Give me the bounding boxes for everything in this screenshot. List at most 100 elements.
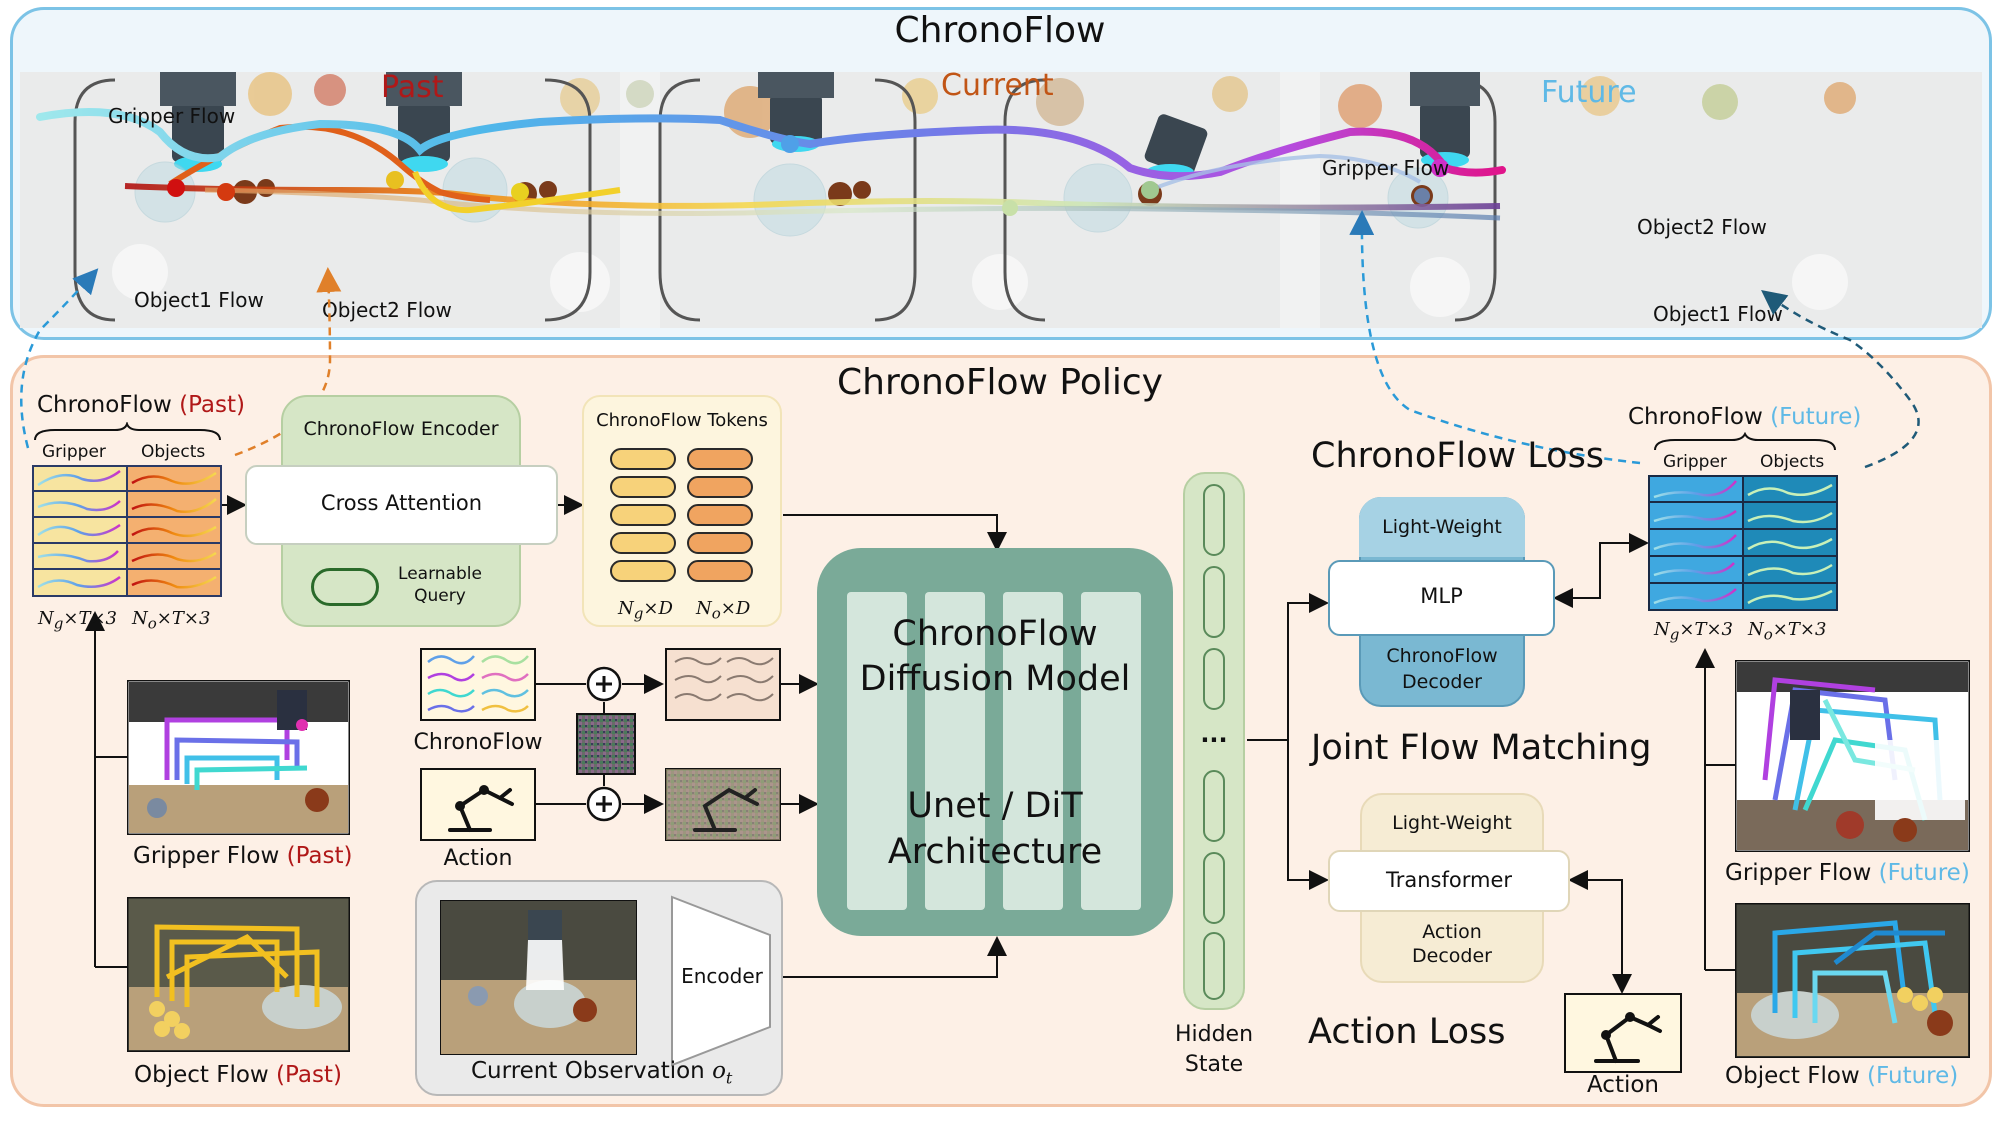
add-noise-plus-top xyxy=(586,666,622,702)
gripper-flow-past-caption: Gripper Flow (Past) xyxy=(133,843,353,869)
past-dim-o-n: N xyxy=(132,608,148,629)
past-objects-label: Objects xyxy=(141,442,206,462)
mlp-label: MLP xyxy=(1420,584,1463,608)
gripper-flow-future-tag: (Future) xyxy=(1878,860,1970,886)
diffusion-arch-line2: Architecture xyxy=(887,832,1103,872)
current-observation-image xyxy=(440,900,637,1055)
future-dim-o-sub: o xyxy=(1763,625,1773,644)
tokens-title: ChronoFlow Tokens xyxy=(596,410,768,431)
diffusion-layer-2 xyxy=(925,592,985,910)
future-brace xyxy=(1654,432,1836,451)
future-dim-g-sub: g xyxy=(1669,625,1680,644)
gripper-flow-past-text: Gripper Flow xyxy=(133,843,280,869)
past-dim-g-rest: ×T×3 xyxy=(63,608,117,629)
past-label: Past xyxy=(381,70,444,105)
future-dim-g-n: N xyxy=(1654,619,1670,640)
gripper-flow-past-tag: (Past) xyxy=(286,843,353,869)
object-token-column xyxy=(687,448,753,582)
gripper-token-column xyxy=(610,448,676,582)
flow-decoder-bottom-1: ChronoFlow xyxy=(1386,645,1498,667)
object-flow-past-caption: Object Flow (Past) xyxy=(134,1062,342,1088)
add-noise-plus-bottom xyxy=(586,786,622,822)
action-output-icon xyxy=(1564,993,1682,1073)
gripper-token xyxy=(610,504,676,526)
gripper-flow-label-left: Gripper Flow xyxy=(108,104,236,128)
gaussian-noise-square xyxy=(576,713,636,775)
hidden-state-cell xyxy=(1203,566,1225,638)
object-flow-future-text: Object Flow xyxy=(1725,1063,1860,1089)
tokens-dim-o-sub: o xyxy=(711,604,721,623)
hidden-state-cell xyxy=(1203,770,1225,842)
object2-flow-label-left: Object2 Flow xyxy=(322,298,452,322)
chronoflow-loss-label: ChronoFlow Loss xyxy=(1311,436,1605,476)
future-objects-label: Objects xyxy=(1760,452,1825,472)
cross-attention-block xyxy=(245,465,558,545)
future-gripper-label: Gripper xyxy=(1663,452,1727,472)
tokens-dim-o-n: N xyxy=(696,598,712,619)
object1-flow-label-left: Object1 Flow xyxy=(134,288,264,312)
future-chronoflow-text: ChronoFlow xyxy=(1628,404,1763,430)
gripper-flow-label-right: Gripper Flow xyxy=(1322,156,1450,180)
future-dim-o: No×T×3 xyxy=(1748,619,1826,644)
diffusion-layer-3 xyxy=(1003,592,1063,910)
tokens-dim-g-sub: g xyxy=(633,604,644,623)
object-flow-future-tag: (Future) xyxy=(1867,1063,1959,1089)
current-observation-text: Current Observation xyxy=(471,1058,713,1084)
object-token xyxy=(687,532,753,554)
future-dim-o-n: N xyxy=(1748,619,1764,640)
diffusion-layer-1 xyxy=(847,592,907,910)
flow-decoder-top-label: Light-Weight xyxy=(1382,516,1502,538)
object-flow-past-tag: (Past) xyxy=(276,1062,342,1088)
future-chronoflow-label: ChronoFlow (Future) xyxy=(1628,404,1861,430)
encoder-title: ChronoFlow Encoder xyxy=(303,418,499,440)
past-dim-g-sub: g xyxy=(53,614,64,633)
gripper-flow-past-image xyxy=(127,680,350,835)
noisy-chronoflow-label: ChronoFlow xyxy=(413,730,543,755)
chronoflow-title: ChronoFlow xyxy=(894,10,1106,51)
past-dim-o-rest: ×T×3 xyxy=(156,608,211,629)
current-observation-label: Current Observation ot xyxy=(471,1058,732,1088)
hidden-state-label-2: State xyxy=(1184,1052,1244,1077)
object2-flow-label-right: Object2 Flow xyxy=(1637,215,1767,239)
past-brace xyxy=(34,422,221,441)
gripper-flow-future-image xyxy=(1735,660,1970,852)
future-chronoflow-grid xyxy=(1648,475,1838,611)
learnable-query-token xyxy=(311,568,379,606)
diffusion-title-line1: ChronoFlow xyxy=(892,614,1098,654)
past-dim-g-n: N xyxy=(38,608,54,629)
action-output-label: Action xyxy=(1586,1072,1660,1098)
object-token xyxy=(687,476,753,498)
object-flow-past-image xyxy=(127,897,350,1052)
past-dim-g: Ng×T×3 xyxy=(38,608,117,633)
observation-symbol-sub: t xyxy=(725,1068,733,1088)
chronoflow-scene xyxy=(20,72,1982,328)
noisy-action-input xyxy=(420,768,536,841)
future-tag: (Future) xyxy=(1770,404,1862,430)
observation-encoder-block xyxy=(671,895,771,1067)
past-gripper-label: Gripper xyxy=(42,442,106,462)
object-flow-past-text: Object Flow xyxy=(134,1062,269,1088)
joint-flow-matching-label: Joint Flow Matching xyxy=(1311,728,1652,768)
action-decoder-bottom-1: Action xyxy=(1422,921,1482,943)
hidden-state-label-1: Hidden xyxy=(1174,1022,1254,1047)
past-chronoflow-grid xyxy=(32,465,222,597)
object-token xyxy=(687,448,753,470)
diffusion-title-line2: Diffusion Model xyxy=(859,659,1131,699)
policy-title: ChronoFlow Policy xyxy=(836,362,1163,403)
noisy-action-label: Action xyxy=(443,846,513,871)
cross-attention-label: Cross Attention xyxy=(320,491,483,515)
learnable-query-line2: Query xyxy=(414,586,466,606)
past-chronoflow-text: ChronoFlow xyxy=(37,392,172,418)
object-flow-future-image xyxy=(1735,903,1970,1058)
past-tag: (Past) xyxy=(179,392,246,418)
gripper-token xyxy=(610,560,676,582)
past-chronoflow-label: ChronoFlow (Past) xyxy=(37,392,245,418)
flow-decoder-bottom-2: Decoder xyxy=(1402,671,1482,693)
hidden-state-cell xyxy=(1203,484,1225,556)
chronoflow-decoder-top xyxy=(1359,497,1525,557)
learnable-query-line1: Learnable xyxy=(398,564,482,584)
tokens-dim-o-rest: ×D xyxy=(720,598,751,619)
object-flow-future-caption: Object Flow (Future) xyxy=(1725,1063,1958,1089)
observation-encoder-label: Encoder xyxy=(681,964,763,988)
